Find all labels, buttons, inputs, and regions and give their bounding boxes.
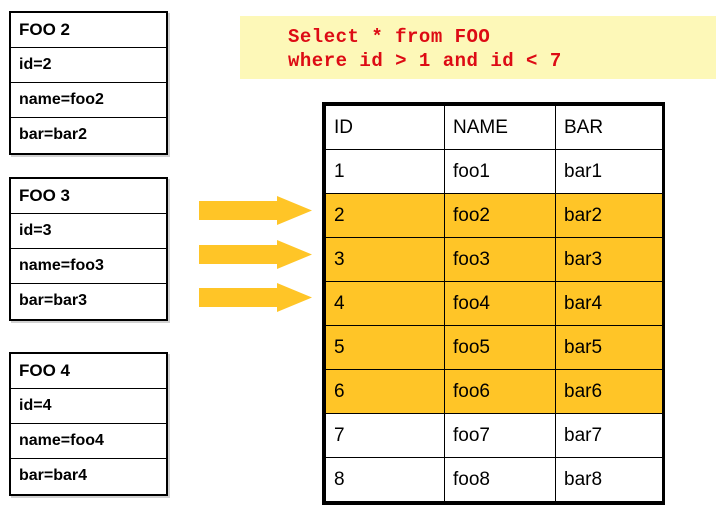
cell-bar: bar6 xyxy=(555,369,663,414)
cell-bar: bar4 xyxy=(555,281,663,326)
cell-bar: bar7 xyxy=(555,413,663,458)
column-header-id: ID xyxy=(325,105,445,150)
cell-id: 7 xyxy=(325,413,445,458)
cell-bar: bar5 xyxy=(555,325,663,370)
cell-bar: bar3 xyxy=(555,237,663,282)
table-row: 6 foo6 bar6 xyxy=(325,369,663,414)
table-row: 3 foo3 bar3 xyxy=(325,237,663,282)
table-row: 8 foo8 bar8 xyxy=(325,457,663,502)
cell-name: foo8 xyxy=(444,457,556,502)
record-box-foo2: FOO 2 id=2 name=foo2 bar=bar2 xyxy=(9,11,168,155)
table-header-row: ID NAME BAR xyxy=(325,105,663,150)
record-box-foo4: FOO 4 id=4 name=foo4 bar=bar4 xyxy=(9,352,168,496)
cell-name: foo6 xyxy=(444,369,556,414)
record-field-name: name=foo3 xyxy=(11,249,166,284)
record-field-name: name=foo4 xyxy=(11,424,166,459)
cell-id: 4 xyxy=(325,281,445,326)
result-table: ID NAME BAR 1 foo1 bar1 2 foo2 bar2 3 fo… xyxy=(322,102,665,505)
cell-name: foo5 xyxy=(444,325,556,370)
cell-name: foo3 xyxy=(444,237,556,282)
record-field-id: id=3 xyxy=(11,214,166,249)
right-arrow-icon xyxy=(199,283,312,312)
sql-query-box: Select * from FOO where id > 1 and id < … xyxy=(240,16,716,79)
record-field-bar: bar=bar4 xyxy=(19,467,88,484)
sql-line-select: Select * from FOO xyxy=(288,26,491,48)
cell-id: 1 xyxy=(325,149,445,194)
record-field-bar: bar=bar3 xyxy=(19,292,88,309)
table-row: 7 foo7 bar7 xyxy=(325,413,663,458)
table-row: 4 foo4 bar4 xyxy=(325,281,663,326)
record-title: FOO 3 xyxy=(11,179,166,214)
cell-bar: bar8 xyxy=(555,457,663,502)
record-field-id: id=4 xyxy=(11,389,166,424)
record-field-name: name=foo2 xyxy=(11,83,166,118)
record-field-id: id=2 xyxy=(11,48,166,83)
record-box-foo3: FOO 3 id=3 name=foo3 bar=bar3 xyxy=(9,177,168,321)
cell-name: foo2 xyxy=(444,193,556,238)
cell-id: 8 xyxy=(325,457,445,502)
table-row: 1 foo1 bar1 xyxy=(325,149,663,194)
cell-id: 5 xyxy=(325,325,445,370)
cell-id: 3 xyxy=(325,237,445,282)
record-title: FOO 4 xyxy=(11,354,166,389)
table-row: 2 foo2 bar2 xyxy=(325,193,663,238)
right-arrow-icon xyxy=(199,196,312,225)
cell-name: foo1 xyxy=(444,149,556,194)
sql-line-where: where id > 1 and id < 7 xyxy=(288,50,562,72)
cell-bar: bar2 xyxy=(555,193,663,238)
cell-bar: bar1 xyxy=(555,149,663,194)
record-title: FOO 2 xyxy=(11,13,166,48)
right-arrow-icon xyxy=(199,240,312,269)
record-field-bar: bar=bar2 xyxy=(19,126,88,143)
column-header-name: NAME xyxy=(444,105,556,150)
cell-id: 2 xyxy=(325,193,445,238)
cell-name: foo4 xyxy=(444,281,556,326)
column-header-bar: BAR xyxy=(555,105,663,150)
cell-name: foo7 xyxy=(444,413,556,458)
cell-id: 6 xyxy=(325,369,445,414)
table-row: 5 foo5 bar5 xyxy=(325,325,663,370)
